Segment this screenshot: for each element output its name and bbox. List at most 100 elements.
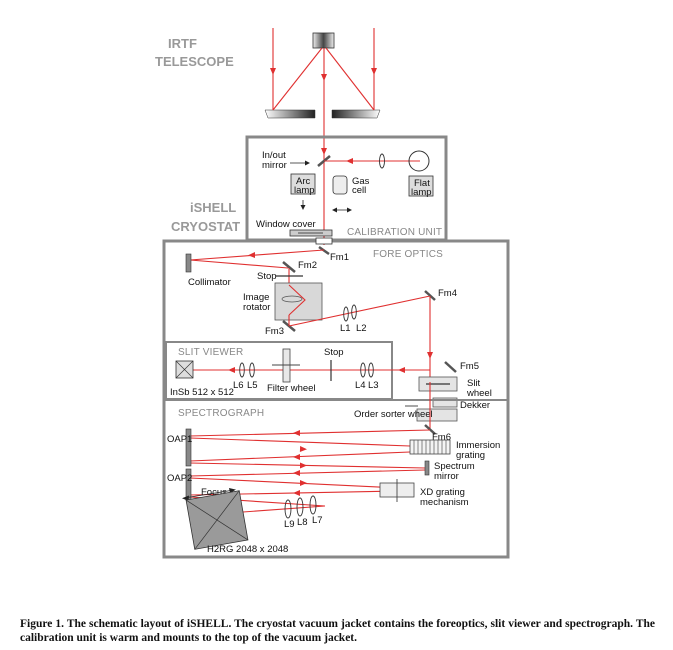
arc-lamp-arrowhead (300, 205, 306, 210)
l9-label: L9 (284, 519, 295, 530)
focus-arrow (183, 489, 235, 499)
h2rg-detector (185, 490, 249, 550)
primary-mirror-left (264, 109, 316, 119)
fm1-label: Fm1 (330, 252, 349, 263)
h2rg-detector-diag2 (194, 490, 240, 550)
immersion-label-1: Immersion (456, 440, 500, 451)
fm2-mirror (282, 261, 296, 273)
slit-wheel-label-2: wheel (466, 388, 492, 399)
telescope-label-line2: TELESCOPE (155, 54, 234, 69)
beam-fm4-arrow (427, 352, 433, 359)
lens-l1 (343, 306, 349, 322)
reflected-ray-right (325, 47, 375, 111)
ray-arrow-left (270, 68, 276, 75)
beam-fm1-arrow (248, 252, 255, 258)
insb-detector-diag2 (175, 360, 194, 379)
oap1 (185, 428, 192, 467)
window-cover-label: Window cover (256, 219, 316, 230)
beam-spectrum-oap2 (189, 469, 426, 477)
cryostat-window (315, 237, 333, 245)
filter-wheel-label: Filter wheel (267, 383, 316, 394)
collimator-label: Collimator (188, 277, 231, 288)
inout-mirror-label-2: mirror (262, 160, 287, 171)
beam-image-rotator (288, 284, 306, 316)
arc-lamp (290, 173, 316, 195)
slit-wheel-label-1: Slit (467, 378, 481, 389)
spectrum-mirror-label-2: mirror (434, 471, 459, 482)
telescope-group: IRTF TELESCOPE (155, 28, 381, 245)
lens-l3 (368, 362, 374, 378)
dekker (432, 397, 458, 408)
gas-cell (332, 175, 348, 195)
reflected-ray-left (272, 47, 323, 111)
immersion-grating-grooves (413, 440, 447, 454)
spectrum-mirror (424, 460, 430, 476)
l8-label: L8 (297, 517, 308, 528)
primary-mirror-right (331, 109, 381, 119)
image-rotator (274, 282, 323, 321)
oap2-label: OAP2 (167, 473, 192, 484)
ray-arrow-right (371, 68, 377, 75)
rotator-axis (281, 295, 303, 303)
order-sorter-wheel (416, 408, 458, 422)
calibration-unit-title: CALIBRATION UNIT (347, 227, 442, 238)
spec-arrow-4 (300, 462, 307, 469)
beam-fm3-fm4 (288, 295, 431, 327)
immersion-label-2: grating (456, 450, 485, 461)
spec-arrow-6 (300, 480, 307, 486)
cryostat-label-line1: iSHELL (190, 200, 236, 215)
secondary-mirror (312, 32, 335, 49)
lens-l5 (249, 362, 255, 378)
l5-label: L5 (247, 380, 258, 391)
calibration-unit: CALIBRATION UNIT In/out mirror Flat lamp… (245, 135, 448, 242)
fm4-mirror (424, 290, 436, 301)
order-sorter-label: Order sorter wheel (354, 409, 433, 420)
filter-wheel (282, 348, 291, 383)
slit-viewer-arrow-2 (228, 367, 235, 373)
fm3-label: Fm3 (265, 326, 284, 337)
fore-optics-title: FORE OPTICS (373, 249, 443, 260)
lens-l4 (360, 362, 366, 378)
focus-label: Focus (201, 487, 227, 498)
calibration-beam-arrow (346, 158, 353, 164)
gas-cell-arrowhead-right (347, 207, 352, 213)
beam-camera-detector (242, 505, 326, 513)
slit-viewer-title: SLIT VIEWER (178, 347, 243, 358)
beam-arrow-1 (321, 74, 327, 81)
figure-caption: Figure 1. The schematic layout of iSHELL… (20, 618, 655, 644)
arc-lamp-label-1: Arc (296, 176, 311, 187)
l2-label: L2 (356, 323, 367, 334)
sv-stop-label: Stop (324, 347, 344, 358)
lens-l9 (284, 499, 292, 519)
fore-optics: FORE OPTICS Fm1 Collimator Fm2 Stop Imag… (185, 245, 492, 422)
insb-detector-label: InSb 512 x 512 (170, 387, 234, 398)
slit-viewer-arrow-1 (398, 367, 405, 373)
collimator (185, 253, 192, 273)
arc-lamp-label-2: lamp (294, 185, 315, 196)
spec-arrow-1 (293, 430, 300, 436)
fm5-mirror (444, 361, 457, 373)
focus-arrowhead-right (229, 488, 236, 493)
beam-collimator-fm2 (189, 259, 289, 269)
telescope-label-line1: IRTF (168, 36, 197, 51)
xd-label-2: mechanism (420, 497, 469, 508)
gas-cell-arrowhead-left (332, 207, 337, 213)
slit-viewer: SLIT VIEWER InSb 512 x 512 L6 L5 Filter … (165, 341, 430, 400)
image-rotator-label-1: Image (243, 292, 269, 303)
spec-arrow-2 (299, 446, 307, 452)
flat-lamp-label-2: lamp (411, 187, 432, 198)
spectrograph-title: SPECTROGRAPH (178, 408, 264, 419)
spectrum-mirror-label-1: Spectrum (434, 461, 475, 472)
flat-lamp-bulb (408, 150, 430, 172)
spectrograph: SPECTROGRAPH Fm6 OAP1 OAP2 Immersion gra… (164, 382, 508, 555)
flat-lamp-label-1: Flat (414, 178, 430, 189)
oap1-label: OAP1 (167, 434, 192, 445)
flat-lamp (408, 175, 434, 197)
fm6-label: Fm6 (432, 432, 451, 443)
image-rotator-label-2: rotator (243, 302, 270, 313)
inout-arrowhead-right (305, 160, 310, 166)
lens-l7 (309, 495, 317, 515)
h2rg-label: H2RG 2048 x 2048 (207, 544, 288, 555)
fm6-mirror (424, 424, 436, 435)
